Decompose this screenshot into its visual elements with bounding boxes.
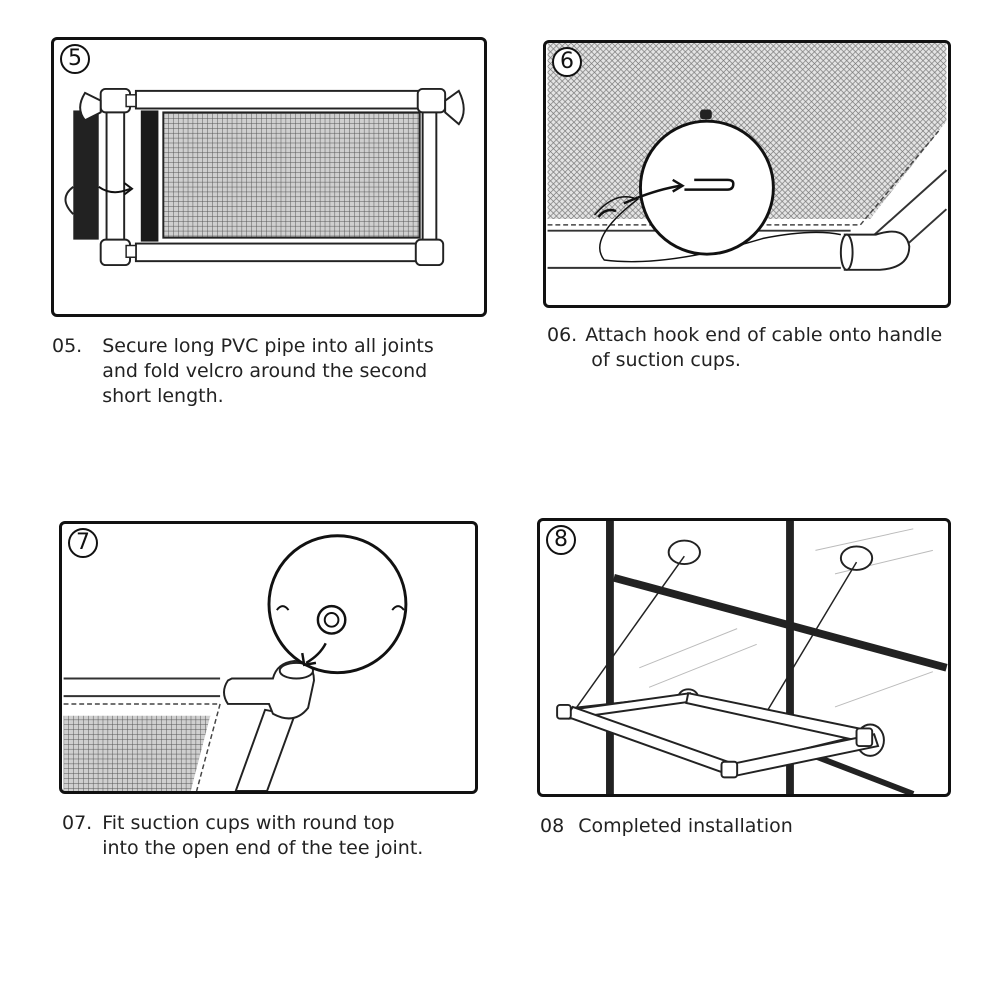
step-5-badge: 5 bbox=[60, 44, 90, 74]
cable-hook-suction-cup-drawing bbox=[547, 43, 948, 271]
step-5-line-3: short length. bbox=[102, 385, 224, 407]
pvc-frame-velcro-drawing bbox=[64, 87, 465, 267]
step-7-line-1: Fit suction cups with round top bbox=[102, 812, 395, 834]
step-8-line-1: Completed installation bbox=[578, 815, 793, 837]
step-5-caption: 05. Secure long PVC pipe into all joints… bbox=[52, 334, 434, 409]
step-6-caption: 06. Attach hook end of cable onto handle… bbox=[547, 323, 942, 373]
step-5-line-1: Secure long PVC pipe into all joints bbox=[102, 335, 434, 357]
step-6-badge: 6 bbox=[552, 47, 582, 77]
step-8-badge: 8 bbox=[546, 525, 576, 555]
step-8-illustration: 8 bbox=[537, 518, 951, 797]
step-5-illustration: 5 bbox=[51, 37, 487, 317]
step-8-number: 08 bbox=[540, 815, 565, 837]
step-7-illustration: 7 bbox=[59, 521, 478, 794]
step-5-line-2: and fold velcro around the second bbox=[102, 360, 428, 382]
step-6-line-2: of suction cups. bbox=[591, 349, 741, 371]
step-7-badge: 7 bbox=[68, 528, 98, 558]
step-7-line-2: into the open end of the tee joint. bbox=[102, 837, 424, 859]
step-6-illustration: 6 bbox=[543, 40, 951, 308]
step-6-line-1: Attach hook end of cable onto handle bbox=[585, 324, 943, 346]
tee-joint-suction-cup-drawing bbox=[63, 534, 408, 791]
step-7-caption: 07. Fit suction cups with round top into… bbox=[62, 811, 423, 861]
completed-installation-drawing bbox=[556, 521, 948, 794]
step-7-number: 07. bbox=[62, 812, 93, 834]
step-6-number: 06. bbox=[547, 324, 578, 346]
step-8-caption: 08 Completed installation bbox=[540, 814, 793, 839]
step-5-number: 05. bbox=[52, 335, 83, 357]
